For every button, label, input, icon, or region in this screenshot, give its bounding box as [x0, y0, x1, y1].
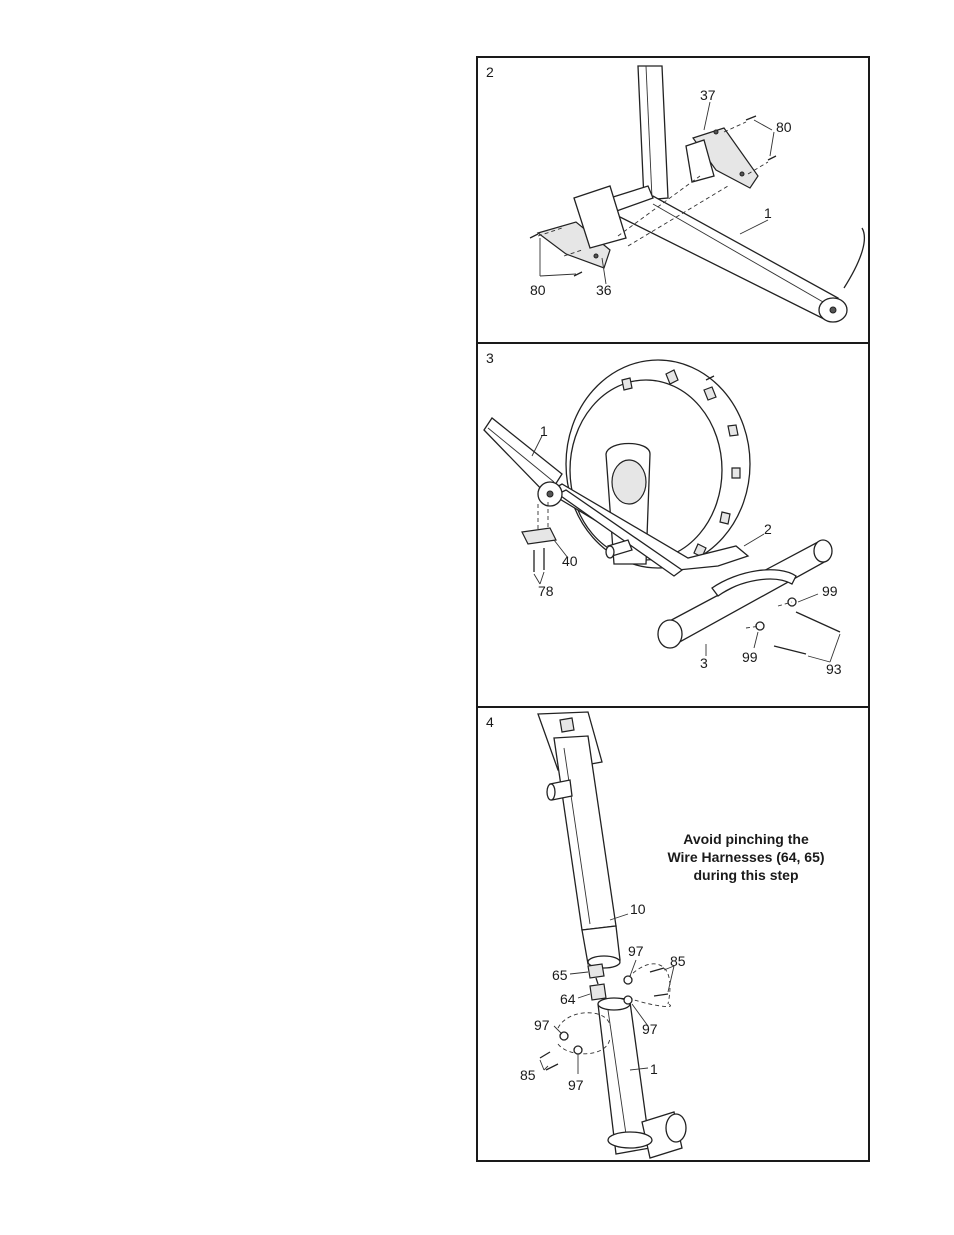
wire-harness-65 [588, 964, 604, 978]
callout-40: 40 [562, 553, 578, 569]
callout-80-left: 80 [530, 282, 546, 298]
callout-97-lower: 97 [568, 1077, 584, 1093]
wire-harness-64 [590, 984, 606, 1000]
callout-85-lower: 85 [520, 1067, 536, 1083]
callout-1: 1 [650, 1061, 658, 1077]
callout-97-right: 97 [642, 1021, 658, 1037]
callout-10: 10 [630, 901, 646, 917]
upright-10 [554, 736, 616, 930]
frame-tube [598, 196, 838, 320]
callout-97-left: 97 [534, 1017, 550, 1033]
callout-85-upper: 85 [670, 953, 686, 969]
callout-97-upper: 97 [628, 943, 644, 959]
callout-78: 78 [538, 583, 554, 599]
callout-1: 1 [764, 205, 772, 221]
step-2-diagram: 37 80 1 80 36 [478, 58, 868, 342]
step-4-diagram: 10 97 85 65 64 97 97 85 97 1 [478, 708, 868, 1160]
step-3-panel: 3 [476, 342, 870, 708]
step-3-diagram: 1 2 40 78 99 99 3 93 [478, 344, 868, 706]
callout-64: 64 [560, 991, 576, 1007]
callout-2: 2 [764, 521, 772, 537]
step-4-panel: 4 Avoid pinching the Wire Harnesses (64,… [476, 706, 870, 1162]
callout-3: 3 [700, 655, 708, 671]
callout-1: 1 [540, 423, 548, 439]
callout-93: 93 [826, 661, 842, 677]
bracket-40 [522, 528, 556, 544]
callout-99-upper: 99 [822, 583, 838, 599]
callout-65: 65 [552, 967, 568, 983]
step-2-panel: 2 [476, 56, 870, 344]
callout-37: 37 [700, 87, 716, 103]
callout-36: 36 [596, 282, 612, 298]
callout-80-right: 80 [776, 119, 792, 135]
callout-99-lower: 99 [742, 649, 758, 665]
